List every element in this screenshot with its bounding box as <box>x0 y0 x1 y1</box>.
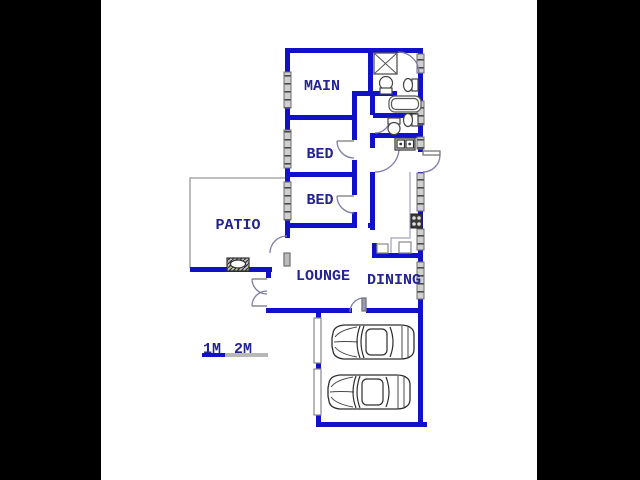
room-label-main: MAIN <box>304 78 340 95</box>
scale-segment-1m <box>202 353 225 357</box>
room-label-patio: PATIO <box>215 217 260 234</box>
window <box>416 172 425 212</box>
door-arc <box>336 140 355 159</box>
windows <box>283 53 425 300</box>
wall <box>285 48 423 53</box>
kitchen-counter <box>390 172 411 253</box>
door-leaf <box>361 297 367 312</box>
wall <box>266 308 352 313</box>
wall <box>285 172 357 177</box>
wall <box>266 272 271 278</box>
window <box>416 136 425 150</box>
door-arc <box>397 51 420 74</box>
wall <box>352 160 357 195</box>
wall <box>316 313 321 319</box>
window <box>416 261 425 300</box>
garage-door-2 <box>313 368 322 416</box>
cupboards <box>376 241 412 254</box>
window <box>416 53 425 74</box>
stove <box>410 213 423 229</box>
wall <box>285 228 290 238</box>
scale-segment-2m <box>225 353 268 357</box>
door-leaf <box>422 150 441 156</box>
basin-2 <box>402 112 419 128</box>
window <box>283 71 292 109</box>
garage-door-1 <box>313 317 322 364</box>
wall <box>370 133 375 148</box>
patio-outline <box>189 177 285 268</box>
door-arc <box>422 154 441 173</box>
wall <box>372 253 423 258</box>
scale-bar: 1M 2M <box>202 341 268 358</box>
car-1 <box>331 324 415 360</box>
wall <box>316 422 427 427</box>
wall <box>285 223 355 228</box>
room-label-dining: DINING <box>367 272 421 289</box>
room-label-bed1: BED <box>306 146 333 163</box>
shower <box>373 52 398 75</box>
wall <box>316 362 321 370</box>
door-arc <box>336 195 355 214</box>
wall <box>373 133 423 138</box>
wall <box>352 212 357 228</box>
door-arc <box>251 290 268 307</box>
kitchen-sink <box>394 137 416 151</box>
door-arc <box>374 147 400 173</box>
toilet-1 <box>378 75 394 95</box>
basin-1 <box>402 77 419 93</box>
window <box>283 129 292 169</box>
car-2 <box>327 374 411 410</box>
door-arc <box>269 235 288 254</box>
wall <box>352 91 357 140</box>
patio-basin <box>226 257 250 272</box>
wall <box>370 172 375 230</box>
wall <box>285 115 357 120</box>
fixtures <box>226 52 423 272</box>
door-arc <box>251 278 268 295</box>
wall <box>372 243 377 253</box>
bathtub <box>388 95 422 113</box>
room-label-bed2: BED <box>306 192 333 209</box>
door-leaf <box>283 252 291 267</box>
room-label-lounge: LOUNGE <box>296 268 350 285</box>
window <box>283 181 292 221</box>
wall <box>370 91 375 115</box>
wall <box>373 113 423 118</box>
wall <box>368 48 373 93</box>
window <box>416 228 425 251</box>
wall <box>366 308 423 313</box>
wall <box>316 414 321 427</box>
toilet-2 <box>387 117 401 136</box>
doors <box>251 51 441 313</box>
